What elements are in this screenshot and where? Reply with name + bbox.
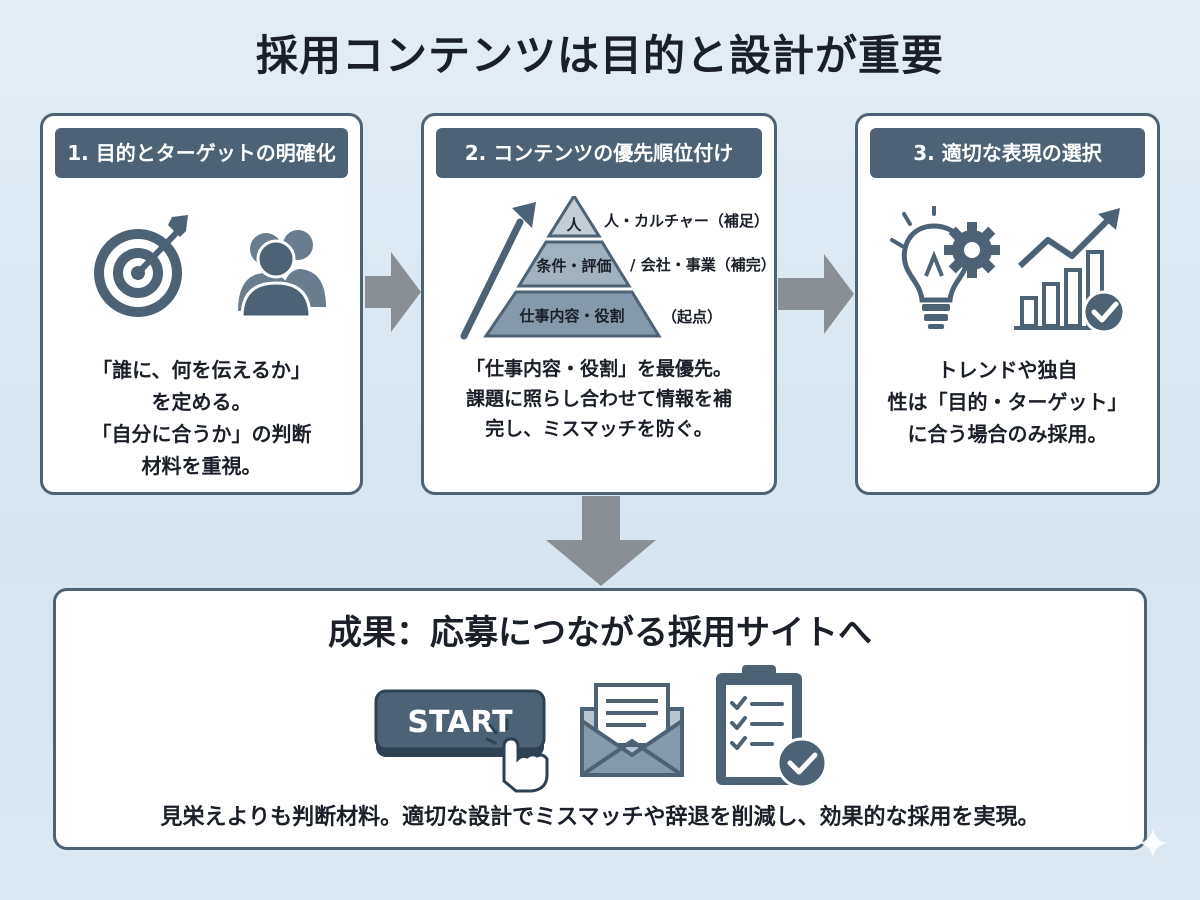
clipboard-check-icon <box>716 665 828 789</box>
step-card-2: 2. コンテンツの優先順位付け 人 人・カルチャー（補足） 条件・評価 / 会社… <box>421 113 777 495</box>
step-header-3: 3. 適切な表現の選択 <box>870 128 1145 178</box>
result-text: 見栄えよりも判断材料。適切な設計でミスマッチや辞退を削減し、効果的な採用を実現。 <box>160 805 1040 830</box>
step-2-line-3: 完し、ミスマッチを防ぐ。 <box>485 418 713 440</box>
people-icon <box>238 230 326 319</box>
step-3-line-1: トレンドや独自 <box>937 358 1078 382</box>
step-text-2: 「仕事内容・役割」を最優先。 課題に照らし合わせて情報を補 完し、ミスマッチを防… <box>434 354 764 444</box>
growth-chart-check-icon <box>1014 208 1126 334</box>
lightbulb-gear-icon <box>890 202 1000 329</box>
arrow-right-1 <box>365 252 421 332</box>
pyramid-middle <box>516 240 632 288</box>
sparkle-icon <box>1138 828 1168 858</box>
page-title: 採用コンテンツは目的と設計が重要 <box>255 31 944 80</box>
priority-pyramid: 人 人・カルチャー（補足） 条件・評価 / 会社・事業（補完） 仕事内容・役割 … <box>454 196 776 346</box>
step-header-1: 1. 目的とターゲットの明確化 <box>55 128 348 178</box>
pyramid-top-inner: 人 <box>566 216 582 234</box>
envelope-icon <box>580 683 684 777</box>
step-text-1: 「誰に、何を伝えるか」 を定める。 「自分に合うか」の判断 材料を重視。 <box>53 354 350 482</box>
arrow-right-2 <box>778 254 854 334</box>
step-header-2: 2. コンテンツの優先順位付け <box>436 128 762 178</box>
result-title: 成果：応募につながる採用サイトへ <box>328 613 872 653</box>
step-3-line-2: 性は「目的・ターゲット」 <box>887 390 1128 414</box>
result-card: 成果：応募につながる採用サイトへ START <box>53 588 1147 850</box>
step-3-icons <box>888 202 1138 336</box>
step-2-line-2: 課題に照らし合わせて情報を補 <box>465 388 732 410</box>
pyramid-top <box>546 196 602 238</box>
pyramid-top-label: 人・カルチャー（補足） <box>604 212 769 230</box>
step-1-line-2: を定める。 <box>151 390 252 414</box>
target-icon <box>94 215 188 317</box>
step-1-line-4: 材料を重視。 <box>141 454 262 478</box>
pyramid-bottom-label: （起点） <box>662 308 723 326</box>
step-text-3: トレンドや独自 性は「目的・ターゲット」 に合う場合のみ採用。 <box>868 354 1147 450</box>
step-2-line-1: 「仕事内容・役割」を最優先。 <box>465 358 732 380</box>
step-card-3: 3. 適切な表現の選択 <box>855 113 1160 495</box>
start-button-icon: START <box>374 689 549 793</box>
rising-arrow-icon <box>460 202 536 340</box>
pyramid-middle-inner: 条件・評価 <box>536 257 612 275</box>
pyramid-middle-label: / 会社・事業（補完） <box>630 256 776 274</box>
step-1-icons <box>88 211 328 321</box>
step-1-line-1: 「誰に、何を伝えるか」 <box>92 358 311 382</box>
step-1-line-3: 「自分に合うか」の判断 <box>91 422 312 446</box>
step-card-1: 1. 目的とターゲットの明確化 「誰に、何を伝えるか」 <box>40 113 363 495</box>
pyramid-bottom <box>483 290 662 338</box>
arrow-down <box>546 496 656 586</box>
pyramid-bottom-inner: 仕事内容・役割 <box>519 307 625 325</box>
start-button-label: START <box>407 705 513 740</box>
step-3-line-3: に合う場合のみ採用。 <box>907 422 1108 446</box>
result-icons: START <box>372 663 842 793</box>
